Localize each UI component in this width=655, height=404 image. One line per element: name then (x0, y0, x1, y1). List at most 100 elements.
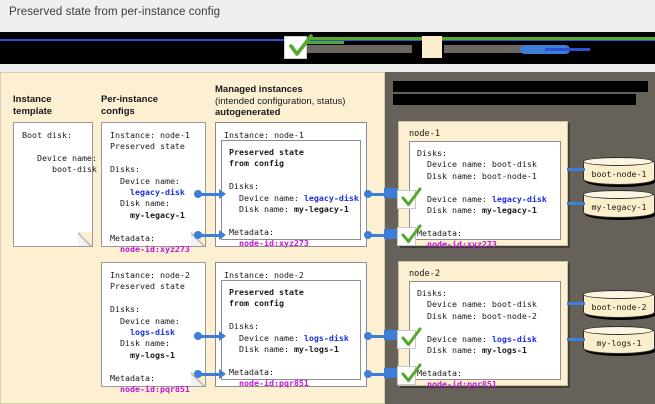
node-metadata-label-1: Metadata: (417, 227, 462, 238)
node-boot-device-1: Device name: boot-disk (417, 159, 537, 170)
preserved-state-checkbox (397, 227, 416, 246)
node-metadata-label-2: Metadata: (417, 367, 462, 378)
managed-device-name-value-1: legacy-disk (303, 192, 359, 203)
check-icon (401, 327, 422, 346)
connector-dot (364, 231, 372, 239)
instance-template-heading-line2: template (13, 105, 53, 117)
node-pref-disk-label-1: Disk name: (417, 205, 482, 216)
connector-terminal (384, 229, 398, 239)
managed-metadata-value-1: node-id:xyz273 (229, 238, 309, 249)
config-disks-label-1: Disks: (110, 164, 140, 175)
managed-preserved-line2-1: from config (229, 158, 284, 169)
managed-device-name-value-2: logs-disk (303, 332, 349, 343)
config-instance-1: Instance: node-1 (110, 130, 190, 140)
managed-disk-name-label-2: Disk name: (229, 344, 294, 355)
connector-arrow-icon (219, 230, 226, 240)
managed-instance-title-1: Instance: node-1 (224, 130, 304, 140)
managed-instance-preserved-state-box: Preserved state from config Disks: Devic… (221, 280, 361, 388)
instance-template-line1: Boot disk: (22, 130, 72, 140)
check-icon (401, 187, 422, 206)
node-details-box: Disks: Device name: boot-disk Disk name:… (409, 141, 561, 249)
config-metadata-label-2: Metadata: (110, 372, 155, 383)
node-disks-label-1: Disks: (417, 148, 447, 158)
per-instance-config-card: Instance: node-2 Preserved state Disks: … (101, 262, 206, 394)
per-instance-config-card: Instance: node-1 Preserved state Disks: … (101, 122, 206, 254)
node-pref-device-label-2: Device name: (417, 333, 492, 344)
managed-disks-label-1: Disks: (229, 181, 259, 192)
config-metadata-value-1: node-id:xyz273 (110, 244, 190, 255)
column-heading-managed-instances: Managed instances (intended configuratio… (215, 84, 345, 119)
disk-connector-line (567, 168, 585, 171)
config-subtitle-1: Preserved state (110, 141, 185, 152)
managed-instance-preserved-state-box: Preserved state from config Disks: Devic… (221, 140, 361, 248)
instance-template-card: Boot disk: Device name: boot-disk (13, 122, 97, 247)
managed-instances-heading-line1: Managed instances (215, 84, 303, 95)
config-disks-label-2: Disks: (110, 304, 140, 315)
check-icon (401, 224, 422, 243)
config-device-name-label-2: Device name: (110, 315, 180, 326)
connector-line (370, 192, 384, 196)
config-device-name-label-1: Device name: (110, 175, 180, 186)
node-boot-disk-2: Disk name: boot-node-2 (417, 310, 537, 321)
connector-line (370, 233, 384, 237)
connector-line (200, 334, 220, 338)
legend-label-redacted-2 (444, 45, 549, 53)
node-boot-device-2: Device name: boot-disk (417, 299, 537, 310)
connector-arrow-icon (219, 331, 226, 341)
node-metadata-value-1: node-id:xyz273 (417, 239, 497, 250)
config-subtitle-2: Preserved state (110, 281, 185, 292)
legend-band (0, 32, 655, 64)
legend-blue-connector (545, 48, 590, 51)
config-instance-2: Instance: node-2 (110, 270, 190, 280)
instance-template-line4: boot-disk (22, 164, 97, 175)
connector-arrow-icon (219, 189, 226, 199)
page-title: Preserved state from per-instance config (9, 6, 221, 18)
node-pref-device-value-1: legacy-disk (491, 193, 547, 204)
managed-preserved-line2-2: from config (229, 298, 284, 309)
node-boot-disk-1: Disk name: boot-node-1 (417, 170, 537, 181)
config-metadata-value-2: node-id:pqr851 (110, 384, 190, 395)
managed-instances-heading-line3: autogenerated (215, 107, 281, 118)
connector-dot (194, 190, 202, 198)
managed-disks-label-2: Disks: (229, 321, 259, 332)
disk-cylinder-boot-node-2: boot-node-2 (583, 290, 655, 318)
managed-instances-heading-line2: (intended configuration, status) (215, 95, 346, 107)
runtime-panel-heading-redacted-2 (393, 94, 636, 105)
connector-line (370, 334, 384, 338)
managed-instance-title-2: Instance: node-2 (224, 270, 304, 280)
config-disk-name-value-1: my-legacy-1 (110, 209, 185, 220)
legend-checkbox (284, 36, 307, 59)
node-details-box: Disks: Device name: boot-disk Disk name:… (409, 281, 561, 389)
config-device-name-value-2: logs-disk (110, 327, 175, 338)
preserved-state-checkbox (397, 330, 416, 349)
disk-cylinder-my-logs-1: my-logs-1 (583, 326, 655, 354)
connector-line (200, 192, 220, 196)
disk-connector-line (567, 202, 585, 205)
connector-dot (194, 231, 202, 239)
preserved-state-checkbox (397, 190, 416, 209)
instance-template-card-fold-icon (78, 232, 93, 247)
connector-arrow-icon (219, 369, 226, 379)
per-instance-heading-line1: Per-instance (101, 94, 159, 105)
connector-line (370, 372, 384, 376)
legend-label-redacted-1 (302, 45, 412, 53)
disk-cylinder-my-legacy-1: my-legacy-1 (583, 190, 655, 218)
disk-connector-line (567, 302, 585, 305)
column-heading-instance-template: Instance template (13, 94, 52, 117)
connector-dot (364, 332, 372, 340)
preserved-state-checkbox (397, 366, 416, 385)
connector-dot (364, 190, 372, 198)
column-heading-per-instance-configs: Per-instance configs (101, 94, 158, 117)
instance-template-heading-line1: Instance (13, 94, 52, 105)
instance-template-line3: Device name: (22, 152, 97, 163)
check-icon (289, 34, 313, 56)
runtime-panel-heading-redacted-1 (393, 81, 648, 92)
cream-swatch-icon (422, 36, 442, 58)
managed-preserved-line1-1: Preserved state (229, 147, 304, 157)
connector-line (200, 233, 220, 237)
check-icon (401, 363, 422, 382)
connector-terminal (384, 330, 398, 340)
connector-dot (364, 370, 372, 378)
managed-preserved-line1-2: Preserved state (229, 287, 304, 297)
managed-metadata-label-2: Metadata: (229, 366, 274, 377)
